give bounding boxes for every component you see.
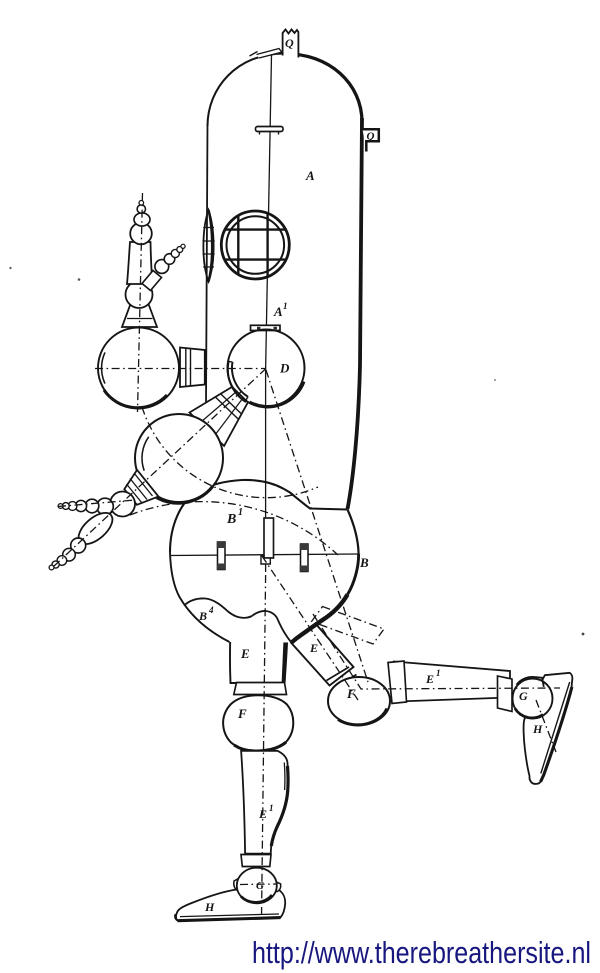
svg-text:H: H xyxy=(204,900,215,914)
svg-text:G: G xyxy=(256,880,264,892)
svg-text:E: E xyxy=(258,807,267,821)
svg-text:4: 4 xyxy=(208,605,214,615)
svg-text:F: F xyxy=(346,686,356,701)
svg-text:B: B xyxy=(359,555,369,570)
svg-text:1: 1 xyxy=(238,507,243,518)
svg-text:H: H xyxy=(532,722,543,736)
svg-text:1: 1 xyxy=(269,803,274,813)
svg-text:F: F xyxy=(237,706,247,721)
svg-text:Q: Q xyxy=(367,131,375,143)
svg-text:Q: Q xyxy=(285,36,294,50)
svg-text:E: E xyxy=(309,641,318,655)
svg-text:1: 1 xyxy=(283,301,288,311)
svg-text:E: E xyxy=(240,646,250,661)
svg-text:D: D xyxy=(279,361,290,376)
svg-text:B: B xyxy=(226,512,236,527)
svg-text:B: B xyxy=(198,609,207,623)
svg-text:E: E xyxy=(425,672,434,686)
svg-text:1: 1 xyxy=(436,668,441,678)
svg-text:G: G xyxy=(519,689,528,703)
svg-text:http://www.therebreathersite.n: http://www.therebreathersite.nl xyxy=(252,936,591,970)
svg-text:A: A xyxy=(273,304,283,319)
svg-text:A: A xyxy=(305,168,315,183)
